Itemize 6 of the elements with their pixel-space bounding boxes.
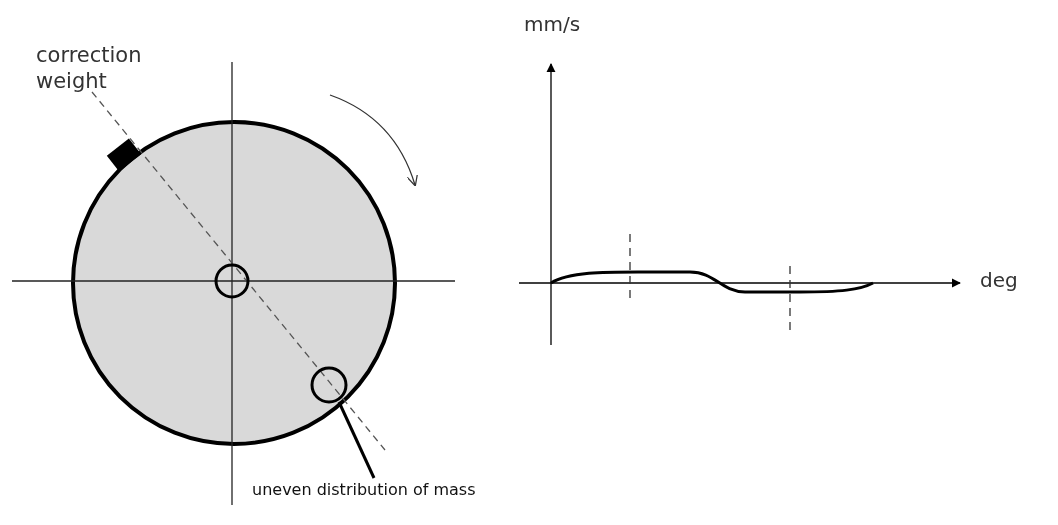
leader-line bbox=[337, 401, 376, 479]
marker-circle bbox=[310, 366, 348, 404]
axis-label: deg bbox=[980, 268, 1018, 293]
callout-label: correction weight bbox=[36, 42, 143, 95]
annotation-text: uneven distribution of mass bbox=[252, 480, 476, 499]
axis-label: mm/s bbox=[524, 12, 581, 37]
